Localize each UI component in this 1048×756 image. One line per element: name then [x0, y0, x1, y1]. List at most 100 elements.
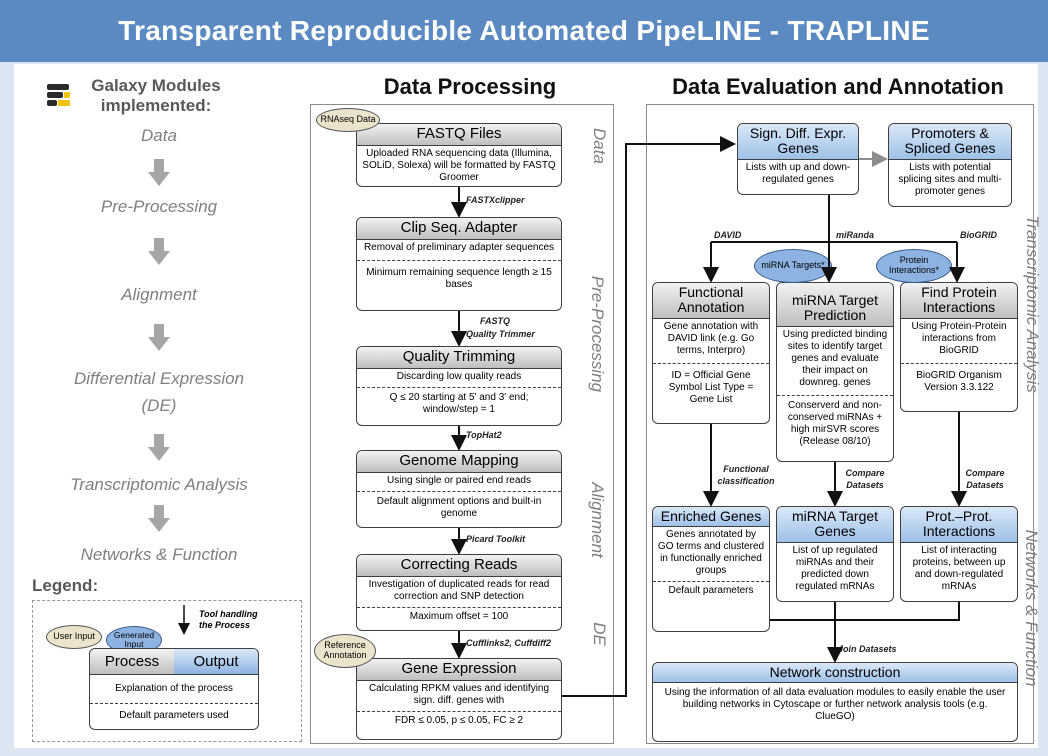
- step-arrows: [148, 159, 170, 532]
- box-desc: Uploaded RNA sequencing data (Illumina, …: [362, 147, 556, 183]
- tool-compare-1: Compare Datasets: [845, 468, 885, 490]
- box-mirna-target-genes: miRNA Target Genes List of up regulated …: [776, 506, 894, 602]
- box-desc: Discarding low quality reads: [396, 370, 522, 382]
- legend-explanation: Explanation of the process: [115, 683, 233, 694]
- step-data: Data: [141, 126, 177, 145]
- tool-fastxclipper: FASTXclipper: [466, 195, 525, 205]
- box-title: miRNA Target Prediction: [777, 283, 893, 327]
- galaxy-icon: [46, 82, 72, 108]
- box-params: BioGRID Organism Version 3.3.122: [901, 362, 1017, 396]
- box-desc: Lists with potential splicing sites and …: [898, 161, 1002, 197]
- evaluation-frame: [646, 104, 1034, 744]
- box-params: Q ≤ 20 starting at 5' and 3' end; window…: [357, 386, 561, 418]
- box-enriched-genes: Enriched Genes Genes annotated by GO ter…: [652, 506, 770, 632]
- arrow-expr-to-signdiff: [562, 136, 736, 697]
- tool-david: DAVID: [714, 230, 742, 240]
- box-desc: Removal of preliminary adapter sequences: [363, 241, 555, 253]
- legend-default-params: Default parameters used: [90, 703, 258, 728]
- connector-arrows: [178, 136, 967, 697]
- tool-compare-2: Compare Datasets: [965, 468, 1005, 490]
- step-arrow: [148, 159, 170, 186]
- box-desc: Using Protein-Protein interactions from …: [911, 320, 1007, 356]
- legend-process: Process: [90, 649, 174, 674]
- step-preprocessing: Pre-Processing: [100, 197, 218, 216]
- box-params: Minimum remaining sequence length ≥ 15 b…: [357, 259, 561, 293]
- legend-process-box: Process Output Explanation of the proces…: [89, 648, 259, 730]
- tool-picard: Picard Toolkit: [466, 534, 526, 544]
- tool-fastq: FASTQ: [480, 316, 511, 326]
- box-title: miRNA Target Genes: [777, 507, 893, 543]
- oval-protein-interactions: Protein Interactions*: [876, 249, 952, 283]
- box-genome-mapping: Genome Mapping Using single or paired en…: [356, 450, 562, 528]
- box-desc: Investigation of duplicated reads for re…: [368, 578, 550, 602]
- box-params: Conserverd and non-conserved miRNAs + hi…: [777, 394, 893, 450]
- box-desc: Using predicted binding sites to identif…: [782, 328, 888, 388]
- box-title: Genome Mapping: [357, 451, 561, 473]
- content-area: Galaxy Modules implemented: Data Pre-Pro…: [14, 64, 1042, 748]
- box-title: Clip Seq. Adapter: [357, 218, 561, 240]
- box-title: Correcting Reads: [357, 555, 561, 577]
- box-title: Quality Trimming: [357, 347, 561, 369]
- tool-tophat2: TopHat2: [466, 430, 502, 440]
- step-differential-expression: Differential Expression: [73, 369, 245, 388]
- box-desc: List of interacting proteins, between up…: [912, 544, 1006, 592]
- box-params: ID = Official Gene Symbol List Type = Ge…: [653, 362, 769, 408]
- box-gene-expression: Gene Expression Calculating RPKM values …: [356, 658, 562, 740]
- input-oval-rnaseq: RNAseq Data: [316, 108, 380, 132]
- tool-join-datasets: Join Datasets: [838, 644, 897, 654]
- box-params: Default parameters: [653, 581, 769, 599]
- box-title: Network construction: [653, 663, 1017, 684]
- oval-mirna-targets: miRNA Targets*: [754, 249, 832, 283]
- box-title: Prot.–Prot. Interactions: [901, 507, 1017, 543]
- reference-annotation-oval: Reference Annotation: [314, 634, 376, 668]
- box-params: Default alignment options and built-in g…: [357, 490, 561, 522]
- processing-frame: [310, 104, 614, 744]
- tool-quality-trimmer: Quality Trimmer: [466, 329, 535, 339]
- box-correcting-reads: Correcting Reads Investigation of duplic…: [356, 554, 562, 631]
- legend-tool-handling: Tool handling the Process: [199, 609, 258, 631]
- box-desc: Calculating RPKM values and identifying …: [368, 682, 550, 706]
- box-fastq-files: FASTQ Files Uploaded RNA sequencing data…: [356, 123, 562, 187]
- tool-biogrid: BioGRID: [960, 230, 997, 240]
- title-bar: Transparent Reproducible Automated PipeL…: [0, 0, 1048, 62]
- step-arrow: [148, 505, 170, 532]
- step-arrow: [148, 324, 170, 351]
- box-functional-annotation: Functional Annotation Gene annotation wi…: [652, 282, 770, 424]
- box-title: Gene Expression: [357, 659, 561, 681]
- tool-cufflinks: Cufflinks2, Cuffdiff2: [466, 638, 552, 648]
- box-desc: Gene annotation with DAVID link (e.g. Go…: [663, 320, 759, 356]
- legend-user-input: User Input: [46, 625, 102, 649]
- box-prot-prot: Prot.–Prot. Interactions List of interac…: [900, 506, 1018, 602]
- arrow-protprot-join: [835, 602, 960, 621]
- box-desc: List of up regulated miRNAs and their pr…: [792, 544, 878, 592]
- step-alignment: Alignment: [121, 285, 197, 304]
- step-networks: Networks & Function: [80, 545, 238, 564]
- figure-title: Transparent Reproducible Automated PipeL…: [118, 15, 930, 46]
- tool-miranda: miRanda: [836, 230, 875, 240]
- step-de: (DE): [141, 396, 177, 415]
- box-desc: Using single or paired end reads: [387, 474, 531, 486]
- box-mirna-prediction: miRNA Target Prediction Using predicted …: [776, 282, 894, 462]
- step-arrow: [148, 434, 170, 461]
- box-desc: Genes annotated by GO terms and clustere…: [657, 529, 765, 577]
- box-network-construction: Network construction Using the informati…: [652, 662, 1018, 742]
- step-arrow: [148, 238, 170, 265]
- box-title: Enriched Genes: [653, 507, 769, 528]
- step-transcriptomic: Transcriptomic Analysis: [70, 475, 248, 494]
- box-title: FASTQ Files: [357, 124, 561, 146]
- box-title: Find Protein Interactions: [901, 283, 1017, 319]
- processing-heading: Data Processing: [383, 74, 557, 99]
- box-params: FDR ≤ 0.05, p ≤ 0.05, FC ≥ 2: [357, 710, 561, 729]
- box-sign-diff-genes: Sign. Diff. Expr. Genes Lists with up an…: [737, 123, 859, 195]
- legend-title: Legend:: [32, 576, 99, 595]
- box-params: Maximum offset = 100: [357, 606, 561, 625]
- box-desc: Lists with up and down-regulated genes: [745, 161, 851, 185]
- evaluation-heading: Data Evaluation and Annotation: [672, 74, 1004, 99]
- box-title: Functional Annotation: [653, 283, 769, 319]
- legend-output: Output: [174, 649, 258, 674]
- box-find-protein: Find Protein Interactions Using Protein-…: [900, 282, 1018, 412]
- box-title: Promoters & Spliced Genes: [889, 124, 1011, 160]
- box-desc: Using the information of all data evalua…: [664, 687, 1006, 723]
- legend-box: [32, 600, 302, 742]
